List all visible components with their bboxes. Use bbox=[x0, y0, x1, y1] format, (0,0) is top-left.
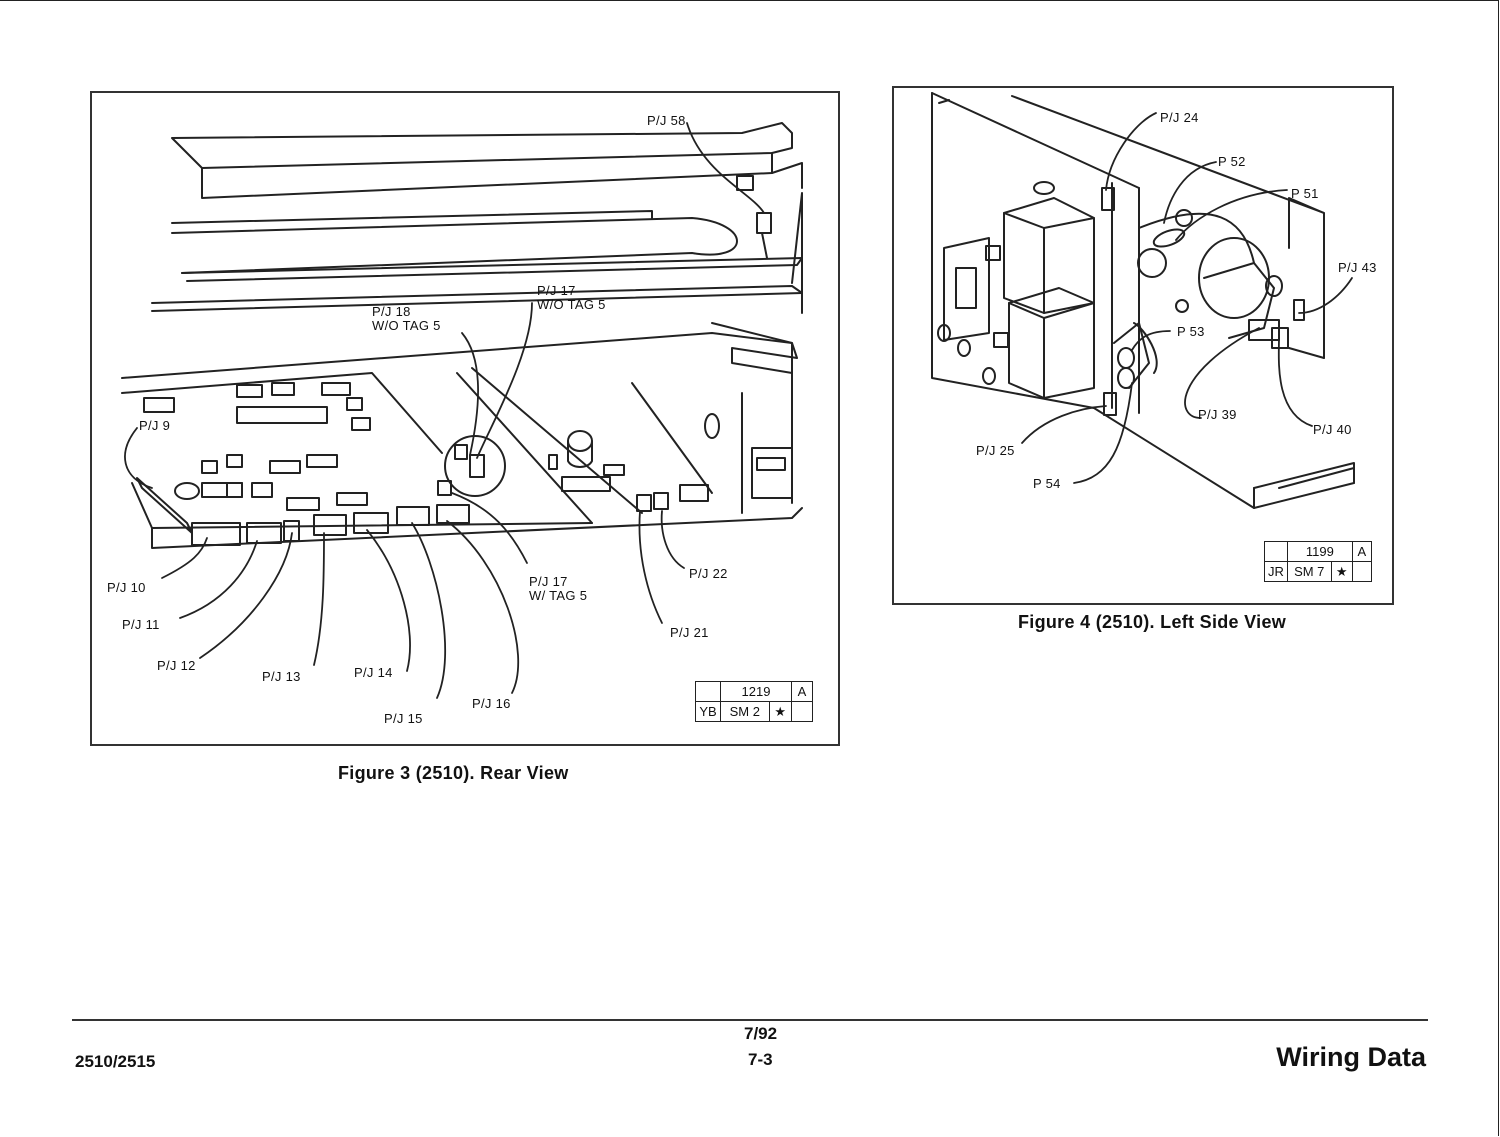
tag-rev: A bbox=[1351, 541, 1372, 562]
callout-p52: P 52 bbox=[1218, 154, 1246, 169]
figure-4-left-side-view: P/J 24 P 52 P 51 P/J 43 P 53 P/J 39 P/J … bbox=[892, 86, 1394, 605]
tag-empty bbox=[1351, 561, 1372, 582]
callout-pj18-line2: W/O TAG 5 bbox=[372, 318, 441, 333]
callout-pj21: P/J 21 bbox=[670, 625, 709, 640]
callout-pj13: P/J 13 bbox=[262, 669, 301, 684]
callout-pj58: P/J 58 bbox=[647, 113, 686, 128]
footer-page-number: 7-3 bbox=[748, 1050, 773, 1069]
callout-pj18-line1: P/J 18 bbox=[372, 304, 411, 319]
figure-3-rear-view: P/J 58 P/J 18 W/O TAG 5 P/J 17 W/O TAG 5… bbox=[90, 91, 840, 746]
tag-code: JR bbox=[1264, 561, 1288, 582]
callout-pj11: P/J 11 bbox=[122, 617, 160, 632]
callout-pj17-wo-line2: W/O TAG 5 bbox=[537, 297, 606, 312]
tag-sm: SM 7 bbox=[1286, 561, 1332, 582]
callout-pj16: P/J 16 bbox=[472, 696, 511, 711]
tag-code: YB bbox=[695, 701, 721, 722]
callout-pj9: P/J 9 bbox=[139, 418, 171, 433]
callout-pj40: P/J 40 bbox=[1313, 422, 1352, 437]
callout-pj17-wo-line1: P/J 17 bbox=[537, 283, 576, 298]
figure4-tag-box: 1199 A JR SM 7 ★ bbox=[1264, 541, 1372, 582]
rear-view-drawing bbox=[121, 122, 803, 699]
tag-number: 1219 bbox=[720, 681, 792, 702]
tag-rev: A bbox=[791, 681, 813, 702]
footer-rule bbox=[72, 1019, 1428, 1021]
footer-model: 2510/2515 bbox=[75, 1052, 156, 1071]
callout-pj10: P/J 10 bbox=[107, 580, 146, 595]
figure3-tag-box: 1219 A YB SM 2 ★ bbox=[695, 681, 813, 722]
callout-pj17-wo-tag5: P/J 17 W/O TAG 5 bbox=[537, 284, 606, 312]
callout-pj39: P/J 39 bbox=[1198, 407, 1237, 422]
callout-pj12: P/J 12 bbox=[157, 658, 196, 673]
callout-p54: P 54 bbox=[1033, 476, 1061, 491]
footer-date: 7/92 bbox=[744, 1024, 778, 1043]
tag-mark: ★ bbox=[768, 701, 793, 722]
callout-pj43: P/J 43 bbox=[1338, 260, 1377, 275]
left-side-view-drawing bbox=[931, 92, 1355, 509]
figure-4-caption: Figure 4 (2510). Left Side View bbox=[1018, 612, 1287, 632]
callout-pj24: P/J 24 bbox=[1160, 110, 1199, 125]
tag-blank bbox=[1264, 541, 1288, 562]
footer-section-title: Wiring Data bbox=[1276, 1042, 1426, 1072]
tag-empty bbox=[791, 701, 813, 722]
callout-p51: P 51 bbox=[1291, 186, 1319, 201]
callout-pj17-w-tag5: P/J 17 W/ TAG 5 bbox=[529, 575, 587, 603]
callout-pj22: P/J 22 bbox=[689, 566, 728, 581]
callout-pj17-w-line1: P/J 17 bbox=[529, 574, 568, 589]
callout-pj18: P/J 18 W/O TAG 5 bbox=[372, 305, 441, 333]
figure-3-caption: Figure 3 (2510). Rear View bbox=[338, 763, 569, 783]
callout-pj17-w-line2: W/ TAG 5 bbox=[529, 588, 588, 603]
tag-blank bbox=[695, 681, 721, 702]
callout-pj25: P/J 25 bbox=[976, 443, 1015, 458]
tag-number: 1199 bbox=[1286, 541, 1353, 562]
callout-pj15: P/J 15 bbox=[384, 711, 423, 726]
tag-sm: SM 2 bbox=[720, 701, 770, 722]
callout-p53: P 53 bbox=[1177, 324, 1205, 339]
callout-pj14: P/J 14 bbox=[354, 665, 393, 680]
tag-mark: ★ bbox=[1330, 561, 1353, 582]
